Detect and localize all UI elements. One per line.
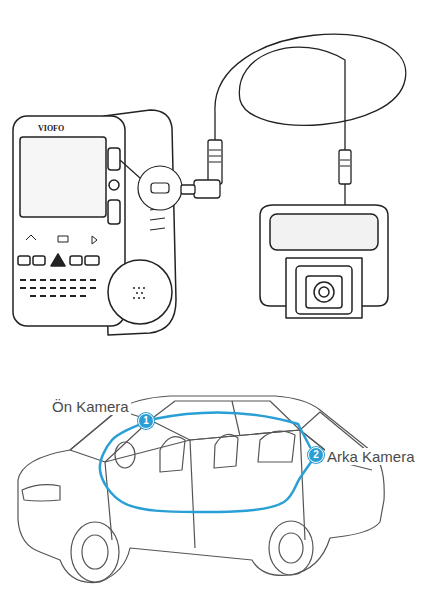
part-label: Arka Kamera <box>325 448 417 465</box>
car-outline-part <box>71 522 119 582</box>
port-magnifier-part <box>151 183 169 193</box>
cable-connector-part <box>344 184 345 206</box>
car-outline-part <box>269 521 313 575</box>
dashcam-body-part <box>70 256 82 265</box>
rear-camera-part <box>270 214 378 250</box>
cable-connector-part <box>215 34 406 150</box>
cable-connector-part <box>208 140 222 184</box>
dashcam-body-part <box>26 235 97 244</box>
callout-circle: 1 <box>138 413 154 429</box>
callout-number: 2 <box>313 450 319 460</box>
dashcam-body-part <box>108 148 120 170</box>
cable-connector-part <box>209 150 221 162</box>
dashcam-body <box>13 110 176 335</box>
dashcam-body-part <box>108 260 172 324</box>
rear-camera <box>260 205 388 318</box>
cable-connector <box>181 34 406 206</box>
car-outline-part <box>279 533 303 563</box>
dashcam-body-part <box>18 256 30 265</box>
car-outline-part <box>150 401 300 440</box>
rear-camera-part <box>260 205 388 318</box>
dashcam-body-part <box>20 280 96 296</box>
part-label: Ön Kamera <box>50 398 131 415</box>
car-outline-part <box>160 431 295 472</box>
dashcam-body-part <box>109 180 119 190</box>
dashcam-body-part <box>20 137 106 217</box>
car-outline-part <box>18 396 384 583</box>
dashcam-body-part <box>108 200 120 224</box>
car-outline <box>18 396 384 583</box>
brand-label: VIOFO <box>36 124 66 133</box>
callout-circle: 2 <box>308 447 324 463</box>
port-magnifier <box>120 160 182 210</box>
dashcam-body-part <box>51 254 65 266</box>
rear-camera-part <box>319 287 329 297</box>
dashcam-body-part <box>85 256 99 265</box>
cable-route <box>100 425 312 512</box>
rear-camera-part <box>296 266 352 314</box>
car-outline-part <box>22 485 60 501</box>
cable-connector-part <box>339 150 351 184</box>
cable-connector-part <box>340 160 350 166</box>
dashcam-body-part <box>33 256 45 265</box>
callout-number: 1 <box>143 416 149 426</box>
rear-camera-part <box>306 276 342 308</box>
car-outline-part <box>82 535 108 569</box>
cable-route-roof <box>154 413 310 447</box>
car-outline-part <box>232 401 240 436</box>
rear-camera-part <box>314 282 334 302</box>
cable-connector-part <box>194 180 220 198</box>
port-magnifier-part <box>138 166 182 210</box>
car-outline-part <box>115 442 135 468</box>
cable-route-roof-part <box>154 413 310 447</box>
cable-connector-part <box>181 185 195 194</box>
port-magnifier-part <box>120 160 140 178</box>
dashcam-body-part <box>133 288 145 298</box>
